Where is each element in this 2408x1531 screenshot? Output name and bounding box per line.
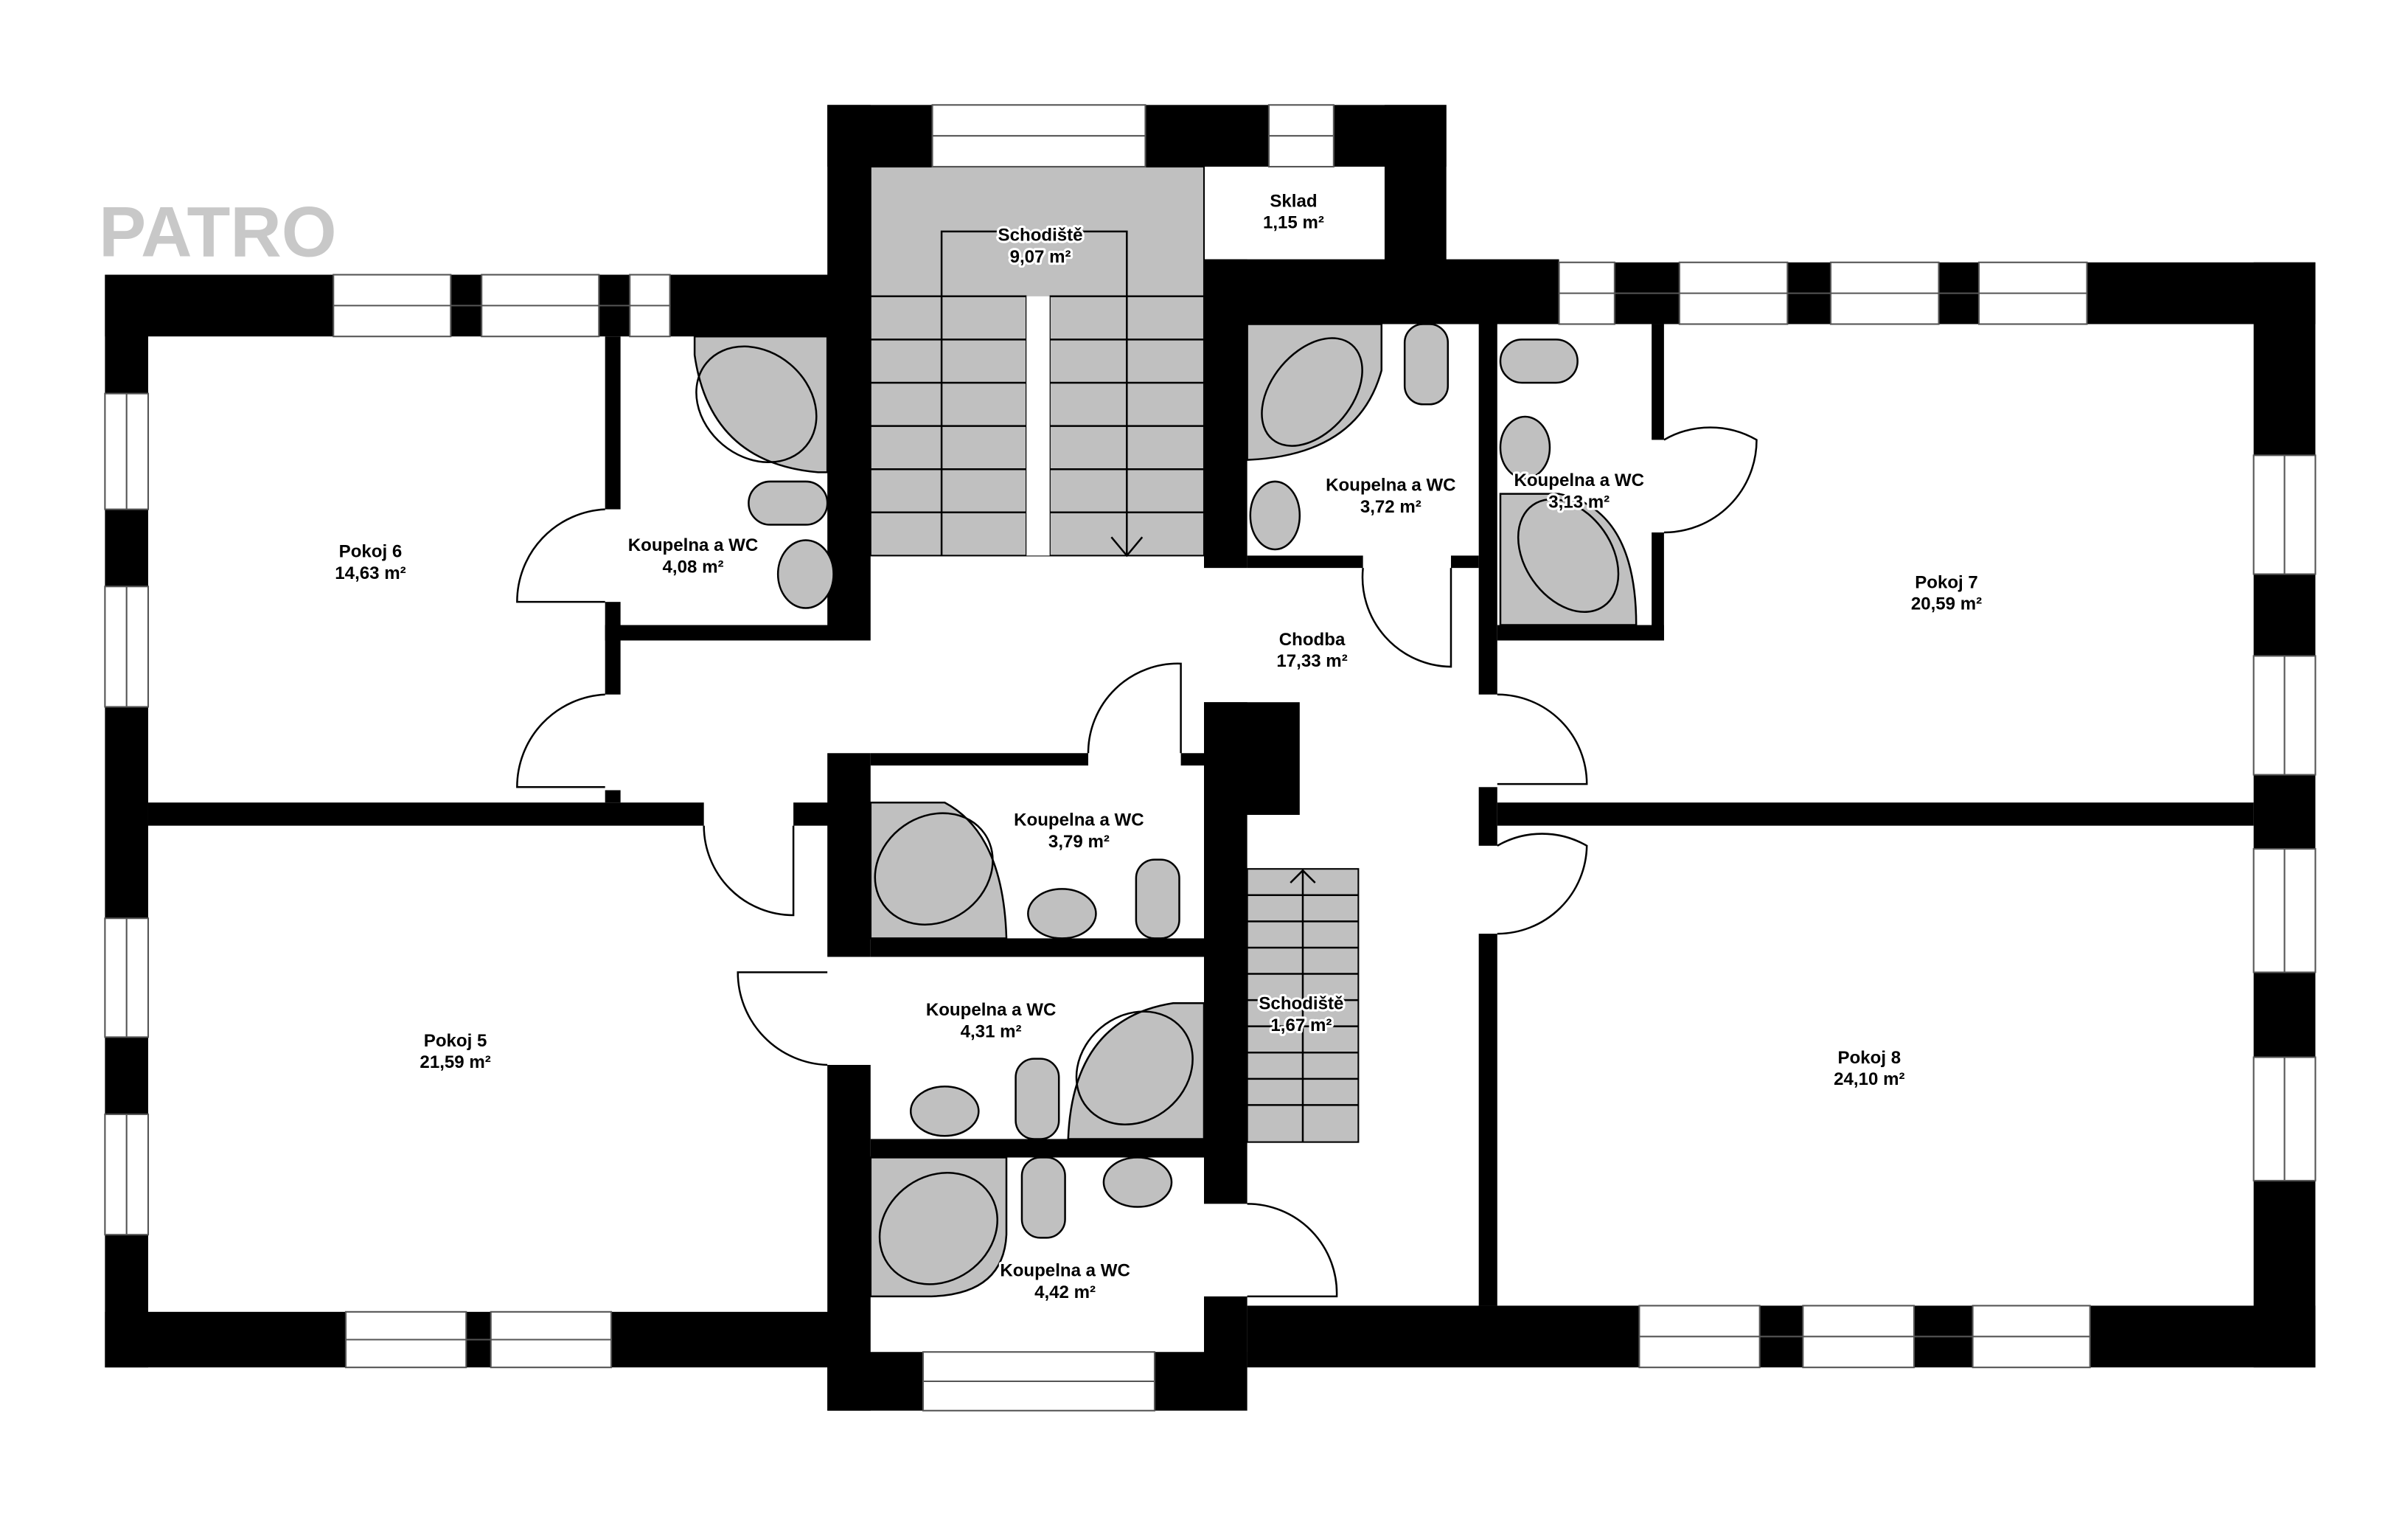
room-area: 3,79 m² xyxy=(1048,832,1110,852)
room-name: Koupelna a WC xyxy=(1014,810,1144,830)
room-name: Koupelna a WC xyxy=(1000,1261,1130,1281)
room-area: 9,07 m² xyxy=(1010,247,1071,267)
room-name: Koupelna a WC xyxy=(1514,471,1644,490)
room-area: 21,59 m² xyxy=(420,1052,490,1072)
stair-direction-arrow-icon xyxy=(1110,536,1144,558)
room-area: 3,72 m² xyxy=(1360,497,1422,517)
windows xyxy=(104,104,2317,1412)
room-name: Pokoj 5 xyxy=(424,1031,487,1051)
room-area: 1,67 m² xyxy=(1270,1016,1332,1035)
room-name: Koupelna a WC xyxy=(628,535,759,555)
room-name: Pokoj 8 xyxy=(1838,1048,1901,1068)
room-area: 4,08 m² xyxy=(663,557,724,577)
doors xyxy=(516,426,1758,1298)
room-area: 4,31 m² xyxy=(961,1021,1022,1041)
room-name: Koupelna a WC xyxy=(1326,475,1456,495)
small-staircase xyxy=(1246,868,1360,1143)
room-name: Koupelna a WC xyxy=(926,1000,1057,1020)
room-name: Chodba xyxy=(1279,630,1346,650)
room-area: 20,59 m² xyxy=(1911,594,1982,614)
room-name: Pokoj 6 xyxy=(339,541,403,561)
room-name: Sklad xyxy=(1270,191,1317,211)
room-area: 4,42 m² xyxy=(1034,1282,1096,1302)
bathroom-fixtures xyxy=(693,323,1638,1298)
floor-title: PATRO xyxy=(99,192,337,271)
room-area: 24,10 m² xyxy=(1834,1069,1904,1089)
room-area: 1,15 m² xyxy=(1263,213,1324,233)
room-name: Schodiště xyxy=(998,225,1083,245)
room-labels: Pokoj 6 14,63 m² Koupelna a WC 4,08 m² S… xyxy=(333,189,1984,1305)
main-staircase xyxy=(869,165,1205,558)
room-area: 14,63 m² xyxy=(335,563,406,583)
room-name: Pokoj 7 xyxy=(1915,572,1978,592)
room-area: 3,13 m² xyxy=(1548,493,1610,513)
room-area: 17,33 m² xyxy=(1276,651,1347,671)
room-name: Schodiště xyxy=(1259,994,1343,1014)
